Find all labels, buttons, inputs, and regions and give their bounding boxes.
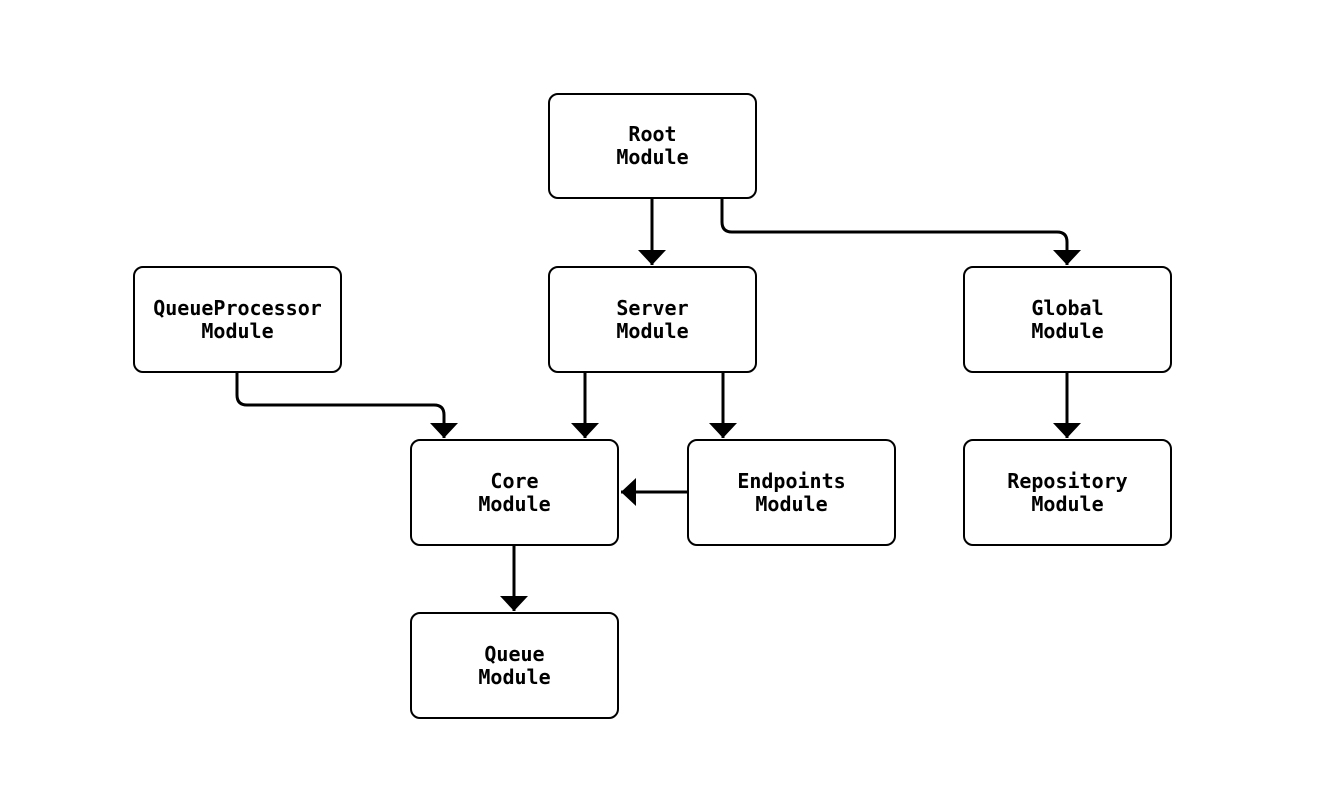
node-repository-module-label: Repository Module [1007, 468, 1128, 516]
node-root-module-label: Root Module [616, 122, 689, 169]
edge-queueprocessor-to-core [235, 372, 458, 438]
node-queue-module: Queue Module [410, 612, 619, 719]
node-server-module: Server Module [548, 266, 757, 373]
node-global-module: Global Module [963, 266, 1172, 373]
edge-root-to-global [720, 199, 1081, 265]
node-server-module-label: Server Module [616, 295, 689, 343]
node-queueprocessor-module-label: QueueProcessor Module [153, 295, 322, 343]
node-global-module-label: Global Module [1031, 295, 1104, 343]
node-root-module: Root Module [548, 93, 757, 199]
node-queueprocessor-module: QueueProcessor Module [133, 266, 342, 373]
node-queue-module-label: Queue Module [478, 641, 551, 689]
node-core-module: Core Module [410, 439, 619, 546]
node-endpoints-module-label: Endpoints Module [737, 468, 846, 516]
node-core-module-label: Core Module [478, 468, 551, 516]
node-endpoints-module: Endpoints Module [687, 439, 896, 546]
node-repository-module: Repository Module [963, 439, 1172, 546]
